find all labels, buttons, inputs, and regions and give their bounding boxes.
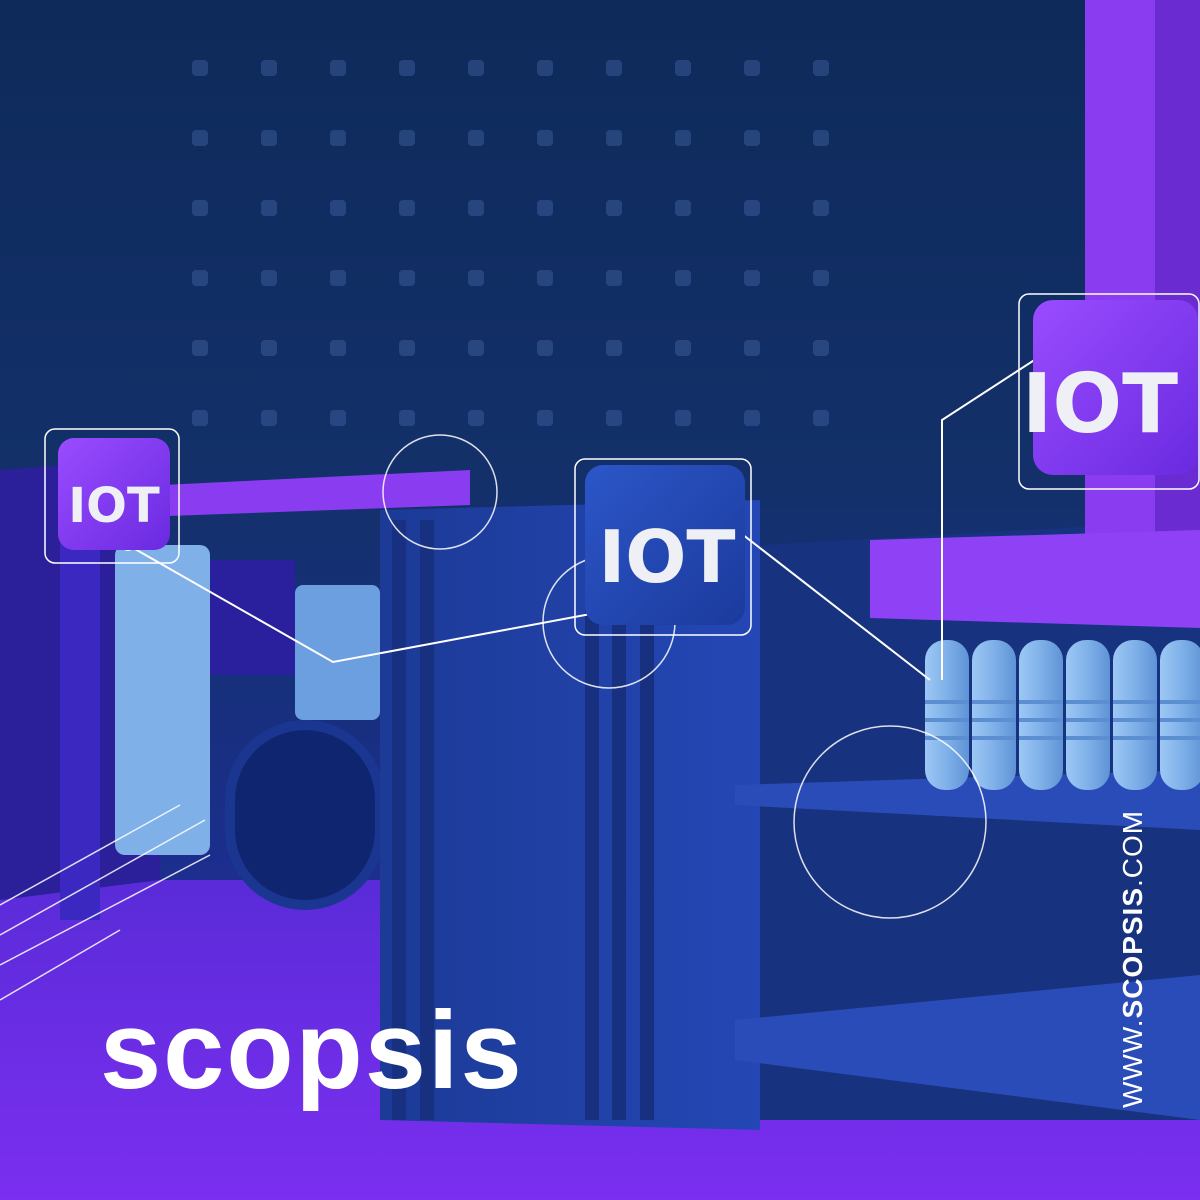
wall-dot: [606, 130, 622, 146]
wall-dot: [330, 340, 346, 356]
wall-dot-grid: [192, 60, 829, 426]
wall-dot: [468, 410, 484, 426]
wall-dot: [192, 340, 208, 356]
wall-dot: [468, 200, 484, 216]
wall-dot: [261, 270, 277, 286]
website-url: WWW.SCOPSIS.COM: [1117, 810, 1148, 1108]
wall-dot: [744, 340, 760, 356]
wall-dot: [537, 200, 553, 216]
wall-dot: [192, 130, 208, 146]
wall-dot: [813, 410, 829, 426]
iot-tile-right: IOT: [1018, 293, 1200, 490]
wall-dot: [468, 60, 484, 76]
wall-dot: [330, 270, 346, 286]
wall-dot: [744, 130, 760, 146]
bottle: [1019, 640, 1063, 790]
wall-dot: [399, 60, 415, 76]
wall-dot: [675, 130, 691, 146]
url-suffix: .COM: [1117, 810, 1148, 887]
wall-dot: [537, 340, 553, 356]
wall-dot: [399, 200, 415, 216]
wall-dot: [330, 60, 346, 76]
wall-dot: [744, 270, 760, 286]
wall-dot: [744, 200, 760, 216]
wall-dot: [330, 130, 346, 146]
wall-dot: [261, 410, 277, 426]
wall-dot: [468, 130, 484, 146]
wall-dot: [813, 200, 829, 216]
wall-dot: [399, 340, 415, 356]
wall-dot: [330, 410, 346, 426]
wall-dot: [468, 270, 484, 286]
bottle: [1066, 640, 1110, 790]
wall-dot: [192, 270, 208, 286]
decorative-diagonal-lines: [0, 804, 211, 1001]
wall-dot: [261, 200, 277, 216]
wall-dot: [675, 200, 691, 216]
wall-dot: [606, 340, 622, 356]
wall-dot: [675, 60, 691, 76]
wall-dot: [399, 410, 415, 426]
wall-dot: [675, 340, 691, 356]
wall-dot: [261, 340, 277, 356]
bottle: [925, 640, 969, 790]
svg-text:WWW.SCOPSIS.COM: WWW.SCOPSIS.COM: [1117, 810, 1148, 1108]
wall-dot: [606, 410, 622, 426]
wall-dot: [606, 270, 622, 286]
bottle: [1160, 640, 1200, 790]
iot-tile-center: IOT: [574, 458, 752, 636]
wall-dot: [399, 270, 415, 286]
wall-dot: [330, 200, 346, 216]
wall-dot: [192, 200, 208, 216]
wall-dot: [813, 340, 829, 356]
wall-dot: [675, 270, 691, 286]
iot-label-right: IOT: [1022, 357, 1178, 452]
wall-dot: [537, 60, 553, 76]
url-prefix: WWW.: [1117, 1018, 1148, 1108]
wall-dot: [537, 270, 553, 286]
wall-dot: [744, 60, 760, 76]
wall-dot: [468, 340, 484, 356]
bottle: [1113, 640, 1157, 790]
wall-dot: [675, 410, 691, 426]
scopsis-logo: scopsis: [100, 989, 524, 1112]
wall-dot: [537, 130, 553, 146]
bottle: [972, 640, 1016, 790]
wall-dot: [399, 130, 415, 146]
wall-dot: [744, 410, 760, 426]
conveyor-pipe: [225, 720, 385, 910]
wall-dot: [813, 60, 829, 76]
wall-dot: [813, 130, 829, 146]
bottle-row: [925, 640, 1200, 790]
wall-dot: [606, 200, 622, 216]
wall-dot: [813, 270, 829, 286]
wall-dot: [261, 130, 277, 146]
wall-dot: [192, 410, 208, 426]
url-bold: SCOPSIS: [1117, 887, 1148, 1018]
wall-dot: [537, 410, 553, 426]
wall-dot: [261, 60, 277, 76]
iot-label-center: IOT: [598, 515, 735, 599]
wall-dot: [606, 60, 622, 76]
iot-tile-left: IOT: [44, 428, 180, 564]
iot-label-left: IOT: [68, 478, 160, 534]
wall-dot: [192, 60, 208, 76]
